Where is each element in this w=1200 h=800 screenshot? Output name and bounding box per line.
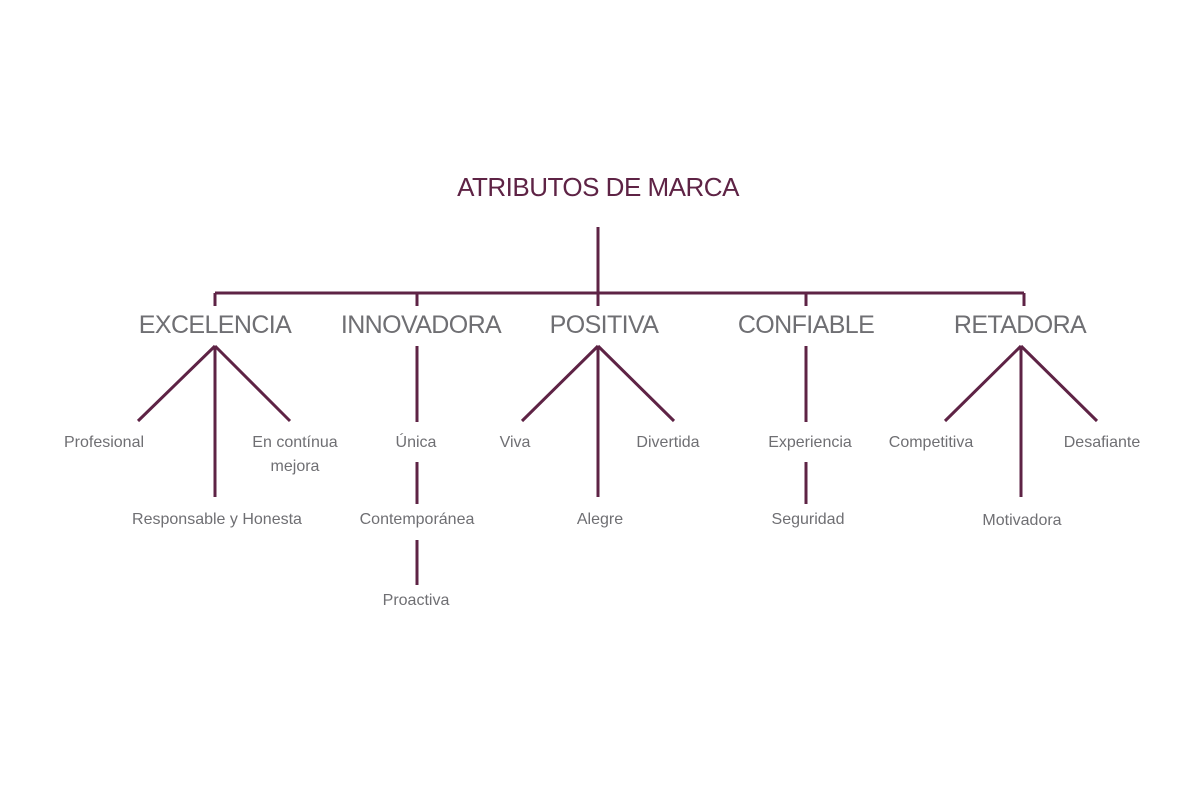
category-excelencia: EXCELENCIA [138,311,292,339]
category-innovadora: INNOVADORA [340,311,502,339]
category-retadora: RETADORA [953,311,1087,339]
attribute-proactiva: Proactiva [382,592,450,609]
attribute-divertida: Divertida [636,434,700,451]
positiva-branch-right-line [596,344,676,423]
attribute-viva: Viva [499,434,531,451]
attribute-seguridad: Seguridad [771,511,845,528]
attribute-responsable-honesta: Responsable y Honesta [132,511,302,528]
retadora-branch-left-line [943,344,1023,423]
attribute-en-continua-mejora: En contínua mejora [252,434,338,475]
retadora-branch-right-line [1019,344,1099,423]
positiva-branch-left-line [520,344,600,423]
attribute-experiencia: Experiencia [768,434,852,451]
category-positiva: POSITIVA [549,311,659,339]
category-confiable: CONFIABLE [737,311,875,339]
attribute-alegre: Alegre [576,511,624,528]
attribute-motivadora: Motivadora [982,512,1062,529]
attribute-desafiante: Desafiante [1063,434,1141,451]
attribute-unica: Única [395,434,437,451]
attribute-profesional: Profesional [63,434,145,451]
attribute-competitiva: Competitiva [888,434,974,451]
excelencia-branch-left-line [136,344,217,423]
excelencia-branch-right-line [213,344,292,423]
attribute-contemporanea: Contemporánea [359,511,475,528]
diagram-title: ATRIBUTOS DE MARCA [457,172,739,202]
